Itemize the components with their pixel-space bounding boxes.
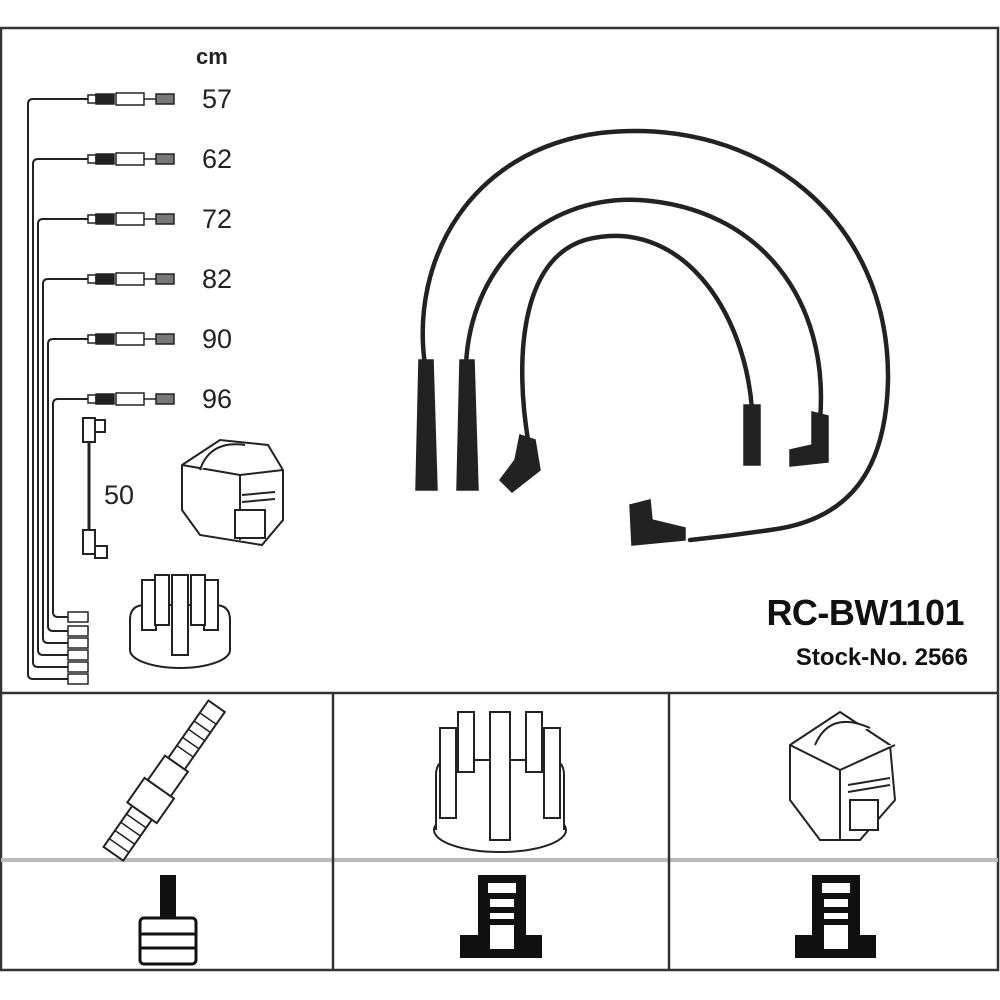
distributor-cap-illustration — [129, 574, 231, 669]
spark-plug-illustration — [102, 699, 227, 862]
distributor-terminal-icon — [460, 875, 542, 958]
distributor-connectors — [67, 611, 89, 685]
unit-label: cm — [196, 44, 228, 69]
wire-boots — [415, 359, 829, 546]
stock-number: Stock-No. 2566 — [795, 644, 968, 671]
coil-terminal-icon — [795, 875, 876, 958]
coil-lead-length-label: 50 — [104, 480, 135, 510]
product-code: RC-BW1101 — [766, 592, 964, 633]
plug-connectors — [87, 92, 175, 406]
ignition-wires-illustration — [420, 128, 891, 543]
length-label: 62 — [202, 144, 233, 174]
coil-lead — [82, 417, 108, 559]
ignition-coil-illustration — [181, 438, 284, 547]
distributor-cap-illustration — [433, 711, 567, 853]
length-label: 82 — [202, 264, 233, 294]
spark-plug-terminal-icon — [138, 875, 198, 966]
length-label: 72 — [202, 204, 233, 234]
length-label: 57 — [202, 84, 233, 114]
ignition-coil-illustration — [789, 710, 897, 841]
length-label: 90 — [202, 324, 233, 354]
length-label: 96 — [202, 384, 233, 414]
wire-set-schematic — [27, 98, 88, 680]
outer-frame — [0, 26, 1000, 972]
